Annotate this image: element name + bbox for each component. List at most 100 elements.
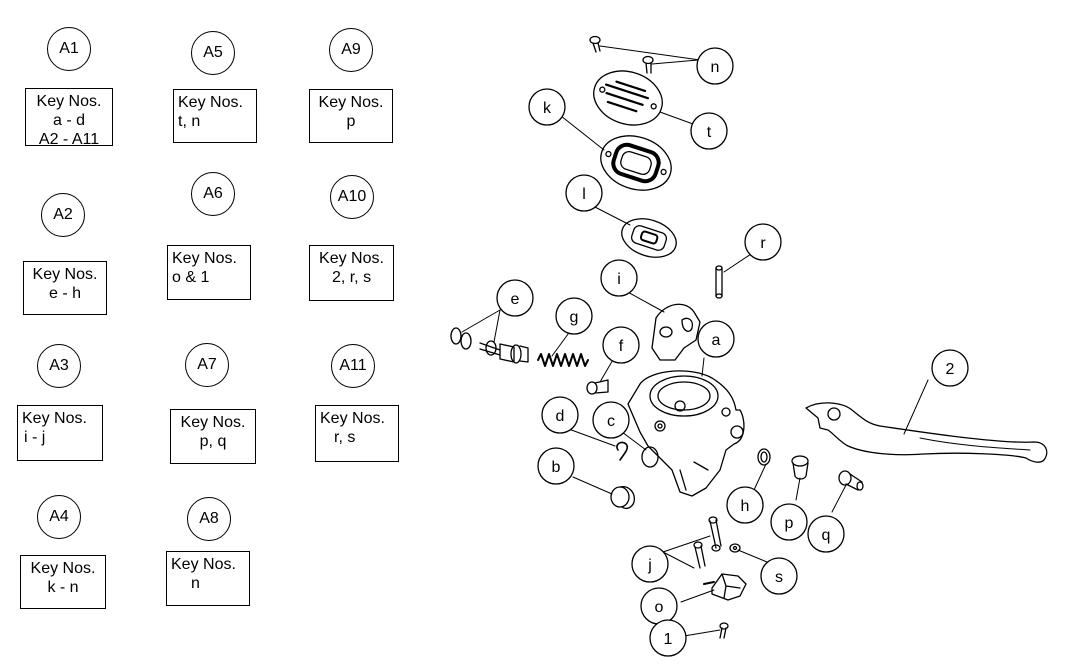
legend-circle-a5: A5 [191,31,235,75]
bleed-screw-part [586,379,609,395]
legend-box-a2: Key Nos. e - h [23,261,107,315]
callout-label: t [707,124,712,141]
legend-text: Key Nos. [178,94,243,111]
callout-circle [690,112,728,150]
switch-screw-part [708,516,722,552]
legend-circle-a9: A9 [329,28,373,72]
cap-part [610,486,635,509]
switch-screw-part [719,622,729,639]
callout-label: k [543,100,552,117]
legend-box-a11: Key Nos. r, s [315,405,399,462]
legend-box-a1: Key Nos. a - d A2 - A11 [25,88,113,148]
callout-label: l [582,186,586,203]
legend-text: i - j [24,429,46,446]
callout-label: g [570,309,579,326]
callout-label: 2 [946,361,955,378]
legend-text: Key Nos. [319,250,384,267]
legend-circle-a1: A1 [47,27,91,71]
screw-part [589,35,601,53]
legend-text: n [191,575,200,592]
piston-assembly-part [450,327,529,364]
callout-circle [541,396,579,434]
legend-circle-a10: A10 [330,175,374,219]
callout-circle [931,349,969,387]
callout-label: d [556,408,565,425]
pivot-bolt-part [838,470,864,491]
legend-text: Key Nos. [32,266,98,283]
callout-circle [565,174,603,212]
nut-part [729,543,741,553]
legend-text: Key Nos. [36,93,102,110]
legend-circle-a8: A8 [187,497,231,541]
callout-circle [600,259,638,297]
callout-label: i [617,271,621,288]
callout-label: f [619,338,624,355]
callout-circle [744,223,782,261]
reservoir-cover-plate [593,70,663,126]
legend-text: Key Nos. [180,414,246,431]
legend-text: o & 1 [172,269,210,286]
callout-label: c [607,413,615,430]
callout-label: n [711,59,720,76]
legend-box-a8: Key Nos. n [166,551,250,606]
legend-circle-a6: A6 [191,172,235,216]
legend-text: k - n [47,579,79,596]
flanged-bush-part [791,455,809,480]
callout-circle [537,447,575,485]
legend-circle-a2: A2 [41,193,85,237]
callout-circle [697,320,735,358]
brake-lever-part [805,402,1048,463]
legend-text: Key Nos. [22,410,87,427]
circlip-part [616,441,629,461]
callout-label: j [647,557,652,574]
spring-part [537,353,589,367]
legend-circle-a11: A11 [331,344,375,388]
screw-part [642,55,654,74]
callout-circle [631,545,669,583]
legend-box-a3: Key Nos. i - j [17,405,103,461]
bush-part [757,448,771,466]
callout-circle [555,297,593,335]
callout-circle [528,88,566,126]
callout-label: r [760,235,766,252]
callout-circle [602,326,640,364]
diaphragm-part [600,135,672,191]
legend-text: Key Nos. [30,560,96,577]
pivot-pin-part [715,265,723,299]
callout-label: h [741,498,750,515]
callout-label: a [712,332,721,349]
legend-text: p [346,113,356,130]
switch-cover-part [651,303,701,361]
legend-box-a5: Key Nos. t, n [173,89,257,143]
legend-box-a6: Key Nos. o & 1 [167,245,251,300]
switch-screw-part [693,541,706,569]
legend-text: t, n [178,113,201,130]
brake-switch-part [703,573,747,601]
legend-circle-a7: A7 [185,343,229,387]
callout-circle [649,619,687,657]
legend-circle-a4: A4 [37,495,81,539]
callout-circle [696,47,734,85]
callout-circles [496,47,969,657]
legend-box-a9: Key Nos. p [309,89,393,143]
callout-circle [592,401,630,439]
legend-text: A2 - A11 [38,131,100,148]
seal-part [641,446,659,468]
callout-label: 1 [664,631,673,648]
legend-text: e - h [48,285,81,302]
callout-label: p [785,515,794,532]
legend-text: 2, r, s [331,269,372,286]
legend-text: p, q [199,433,227,450]
legend-box-a10: Key Nos. 2, r, s [309,245,394,301]
legend-text: Key Nos. [171,556,236,573]
legend-text: Key Nos. [172,250,237,267]
callout-circle [770,503,808,541]
master-cylinder-body-part [627,370,745,497]
callout-label: s [775,569,783,586]
callout-circle [807,515,845,553]
legend-text: Key Nos. [320,410,385,427]
leader-lines [461,45,929,637]
callout-circle [760,557,798,595]
legend-box-a7: Key Nos. p, q [170,409,256,464]
